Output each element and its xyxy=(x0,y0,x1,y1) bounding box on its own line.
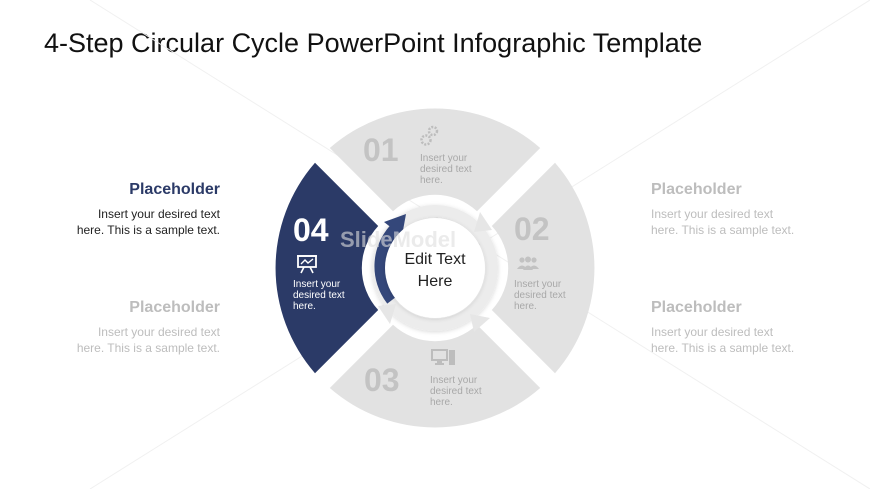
placeholder-body: Insert your desired text here. This is a… xyxy=(76,325,220,355)
segment-01-number: 01 xyxy=(363,132,399,168)
segment-04 xyxy=(275,162,379,374)
computer-icon xyxy=(431,349,455,365)
right-block-1: Placeholder Insert your desired text her… xyxy=(651,181,870,238)
segment-03-number: 03 xyxy=(364,362,400,398)
segment-04-number: 04 xyxy=(293,212,329,248)
segment-03 xyxy=(329,324,541,428)
center-text: Edit Text Here xyxy=(404,251,466,290)
watermark: SlideModel xyxy=(340,227,457,252)
center-disc xyxy=(385,218,485,318)
ring-arrowhead-top xyxy=(474,212,492,232)
left-block-2: Placeholder Insert your desired text her… xyxy=(0,299,220,356)
presentation-board-icon xyxy=(297,255,317,274)
right-block-2: Placeholder Insert your desired text her… xyxy=(651,299,870,356)
placeholder-title: Placeholder xyxy=(651,299,742,316)
ring-arrowhead-right xyxy=(470,314,490,332)
ring-arrow-blue xyxy=(374,221,403,304)
placeholder-body: Insert your desired text here. This is a… xyxy=(651,207,795,237)
left-block-1: Placeholder Insert your desired text her… xyxy=(0,181,220,238)
placeholder-title: Placeholder xyxy=(129,181,220,198)
ring-arrowhead-blue xyxy=(384,214,406,236)
ring-arrowhead-bottom xyxy=(378,304,396,324)
placeholder-body: Insert your desired text here. This is a… xyxy=(76,207,220,237)
placeholder-body: Insert your desired text here. This is a… xyxy=(651,325,795,355)
segment-01 xyxy=(329,108,541,212)
people-icon xyxy=(517,256,539,270)
segment-02 xyxy=(491,162,595,374)
gears-icon xyxy=(420,125,439,146)
placeholder-title: Placeholder xyxy=(651,181,742,198)
placeholder-title: Placeholder xyxy=(129,299,220,316)
segment-02-number: 02 xyxy=(514,211,550,247)
slide-title: 4-Step Circular Cycle PowerPoint Infogra… xyxy=(44,28,703,58)
